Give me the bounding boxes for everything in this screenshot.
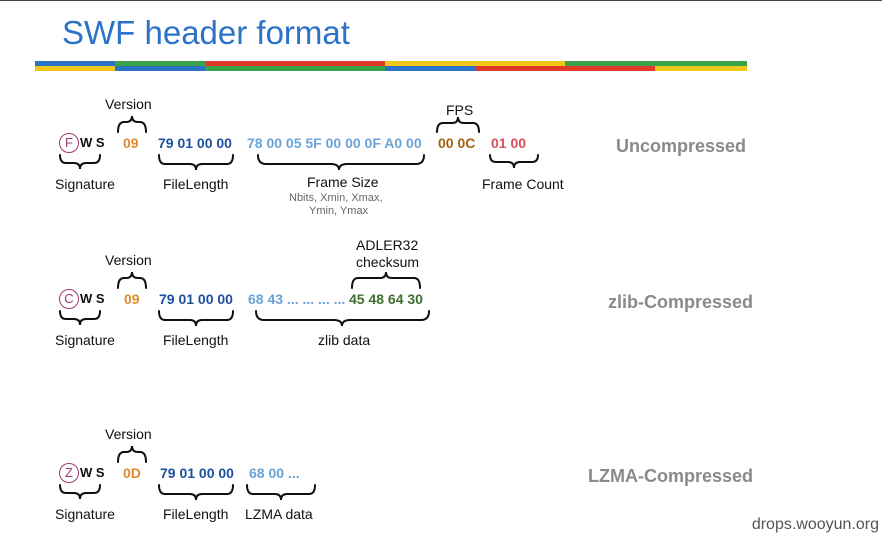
brace-filelength-2 [158,310,234,327]
row-name-uncompressed: Uncompressed [615,136,746,156]
signature-letter-circle: Z [59,463,79,483]
adler32-value: 45 48 64 30 [349,291,423,307]
zlib-data-label: zlib data [318,332,371,348]
stripe-blue-3 [385,66,475,71]
brace-version-3 [117,445,147,463]
brace-lzma-data [246,484,316,501]
stripe-yellow-1 [35,66,115,71]
stripe-green-1 [115,61,205,66]
signature-letter-circle: F [59,133,79,153]
filelength-value: 79 01 00 00 [158,135,232,151]
signature-label: Signature [55,176,115,192]
lzma-data-value: 68 00 ... [249,465,300,481]
row-name-lzma: LZMA-Compressed [587,466,753,486]
version-value: 09 [124,291,140,307]
stripe-red-1 [205,61,385,66]
top-border-line [0,0,882,1]
brace-version-2 [117,271,147,289]
signature-rest: W S [80,135,105,150]
stripe-green-2 [205,66,385,71]
stripe-yellow-3 [655,66,747,71]
stripe-yellow-2 [385,61,565,66]
brace-version-1 [117,115,147,133]
signature-rest: W S [80,465,105,480]
brace-signature-2 [59,310,101,326]
filelength-label: FileLength [163,506,229,522]
signature-label: Signature [55,506,115,522]
brace-filelength-3 [158,484,234,501]
stripe-blue-1 [35,61,115,66]
brace-adler32 [351,271,421,289]
version-value: 09 [123,135,139,151]
brace-fps-1 [436,116,480,133]
color-stripe-bar [35,61,747,71]
signature-letter-circle: C [59,289,79,309]
stripe-red-2 [475,66,655,71]
brace-framecount-1 [489,154,539,169]
brace-signature-1 [59,154,101,170]
framesize-value: 78 00 05 5F 00 00 0F A0 00 [247,135,422,151]
version-label: Version [105,426,152,442]
watermark-text: drops.wooyun.org [751,516,879,533]
brace-zlib-data [255,310,430,327]
version-label: Version [105,252,152,268]
adler32-label: ADLER32 [356,237,419,253]
zlib-data-value: 68 43 ... ... ... ... [248,291,346,307]
framecount-value: 01 00 [491,135,527,151]
version-value: 0D [123,465,141,481]
brace-framesize-1 [257,154,425,171]
brace-signature-3 [59,484,101,500]
fps-value: 00 0C [438,135,476,151]
stripe-green-3 [565,61,747,66]
fps-label: FPS [446,102,474,118]
filelength-value: 79 01 00 00 [160,465,234,481]
signature-label: Signature [55,332,115,348]
filelength-value: 79 01 00 00 [159,291,233,307]
slide-title: SWF header format [62,14,350,51]
signature-rest: W S [80,291,105,306]
row-name-zlib: zlib-Compressed [607,292,753,312]
filelength-label: FileLength [163,332,229,348]
framesize-label: Frame Size [307,174,379,190]
lzma-data-label: LZMA data [245,506,313,522]
stripe-blue-2 [115,66,205,71]
brace-filelength-1 [158,154,234,171]
framesize-note-line2: Ymin, Ymax [309,205,369,217]
version-label: Version [105,96,152,112]
filelength-label: FileLength [163,176,229,192]
framesize-note-line1: Nbits, Xmin, Xmax, [289,192,383,204]
checksum-label: checksum [356,254,420,270]
framecount-label: Frame Count [482,176,564,192]
